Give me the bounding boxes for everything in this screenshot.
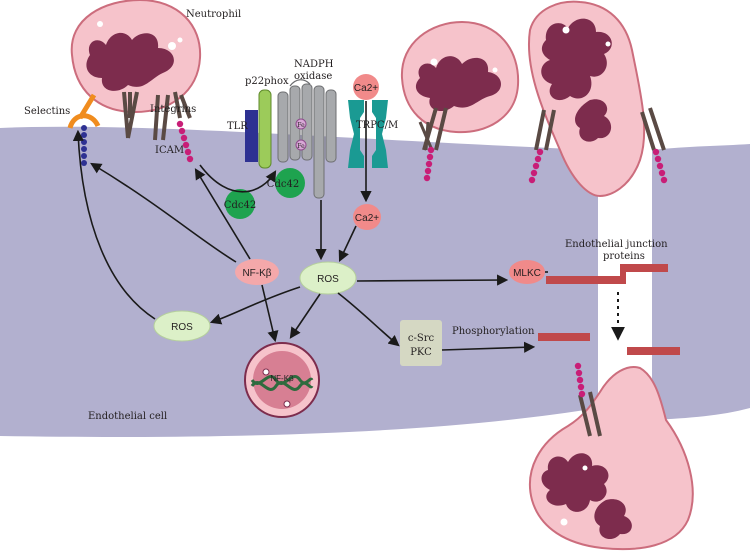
phosphorylation-label: Phosphorylation [452, 326, 535, 337]
neutrophil-cell-4 [528, 366, 694, 551]
ros-left-label: ROS [171, 322, 193, 333]
ca-inner-node [353, 204, 381, 230]
cdc42-bound-protein [275, 168, 305, 198]
nfkb-nucleus-label: NF-Kβ [270, 374, 294, 383]
trpc-label: TRPC/M [356, 120, 398, 131]
csrc-label: c-Src [408, 333, 435, 344]
junction-label-line1: Endothelial junction [565, 239, 668, 250]
integrins-label: Integrins [150, 104, 196, 115]
nadph-label-line2: oxidase [294, 71, 332, 82]
nfkb-node [235, 259, 279, 285]
icam-label: ICAM [155, 145, 184, 156]
trpc-channel [348, 100, 388, 168]
ca-outer-node [353, 74, 379, 100]
ca-outer-label: Ca2+ [354, 83, 378, 94]
signaling-arrows [72, 101, 548, 353]
fe-label-2: Fe [297, 143, 305, 150]
endothelial-layer-left [0, 126, 598, 437]
mlkc-node [509, 260, 545, 284]
endothelial-layer-right [652, 144, 750, 420]
cdc42-free-protein [225, 189, 255, 219]
p22phox-subunit [258, 89, 272, 169]
selectins-label: Selectins [24, 106, 70, 117]
junction-protein-left [538, 333, 590, 341]
tlr-receptor [245, 110, 258, 162]
pkc-label: PKC [410, 347, 432, 358]
p22phox-label: p22phox [245, 76, 289, 87]
nfkb-label: NF-Kβ [242, 268, 271, 279]
cdc42-bound-label: Cdc42 [267, 179, 299, 190]
kinase-box [400, 320, 442, 366]
nadph-label-line1: NADPH [294, 59, 334, 70]
fe-heme-1 [295, 118, 307, 130]
fe-heme-2 [295, 139, 307, 151]
neutrophil-cell-2 [400, 20, 520, 151]
junction-protein-joined [546, 264, 668, 284]
neutrophil-cell-3 [528, 0, 666, 198]
ros-center-label: ROS [317, 274, 339, 285]
junction-protein-right [627, 347, 680, 355]
tlr-label: TLR [227, 121, 248, 132]
neutrophil-cell-1 [70, 0, 202, 141]
fe-label-1: Fe [297, 122, 305, 129]
ros-center-node [299, 261, 357, 295]
mlkc-label: MLKC [513, 268, 541, 279]
cdc42-free-label: Cdc42 [224, 200, 256, 211]
icam-chain-2 [423, 146, 435, 182]
endothelial-cell-label: Endothelial cell [88, 411, 167, 422]
icam-chain [176, 120, 194, 163]
ros-left-node [153, 310, 211, 342]
neutrophil-label: Neutrophil [186, 9, 241, 20]
icam-chain-3 [528, 148, 668, 184]
junction-label-line2: proteins [603, 251, 645, 262]
icam-chain-4 [574, 362, 586, 398]
ca-inner-label: Ca2+ [355, 213, 379, 224]
endothelial-nucleus [244, 342, 320, 418]
